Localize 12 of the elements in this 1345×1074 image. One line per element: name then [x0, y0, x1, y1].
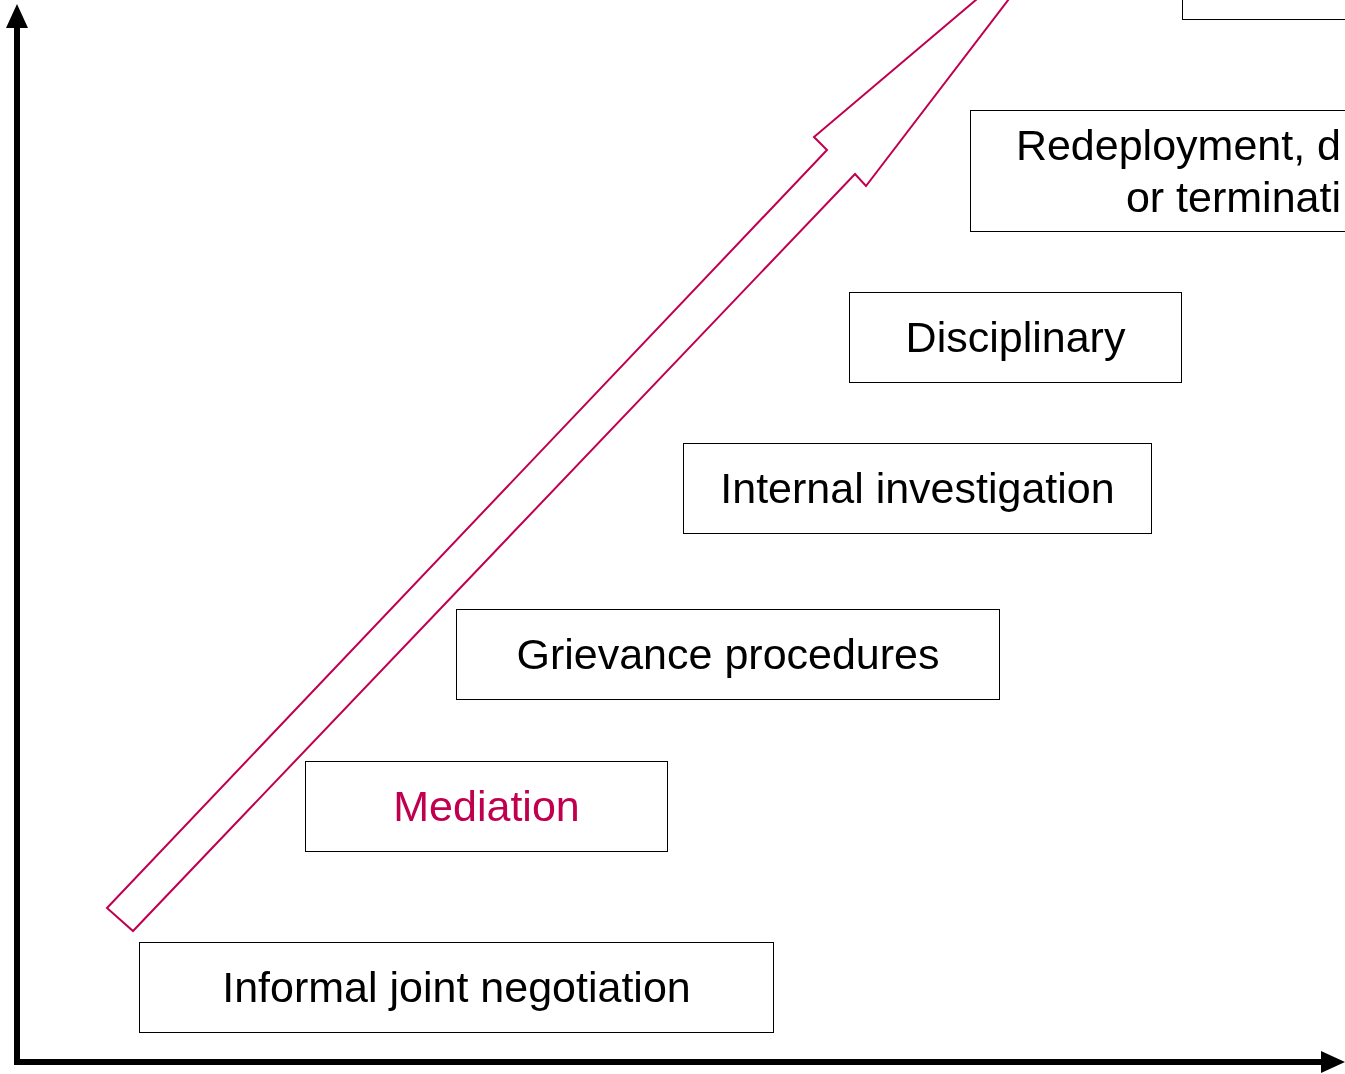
- process-box: [970, 110, 1345, 232]
- box-label: Informal joint negotiation: [222, 962, 691, 1014]
- box-label: Redeployment, d or terminati: [1014, 119, 1341, 223]
- box-label: Disciplinary: [905, 312, 1126, 364]
- box-label: Internal investigation: [720, 463, 1115, 515]
- process-box: [683, 443, 1152, 534]
- process-box: [849, 292, 1182, 383]
- box-label: Grievance procedures: [516, 629, 940, 681]
- box-label: Mediation: [393, 781, 580, 833]
- process-box: [139, 942, 774, 1033]
- process-box: [305, 761, 668, 852]
- process-box: [456, 609, 1000, 700]
